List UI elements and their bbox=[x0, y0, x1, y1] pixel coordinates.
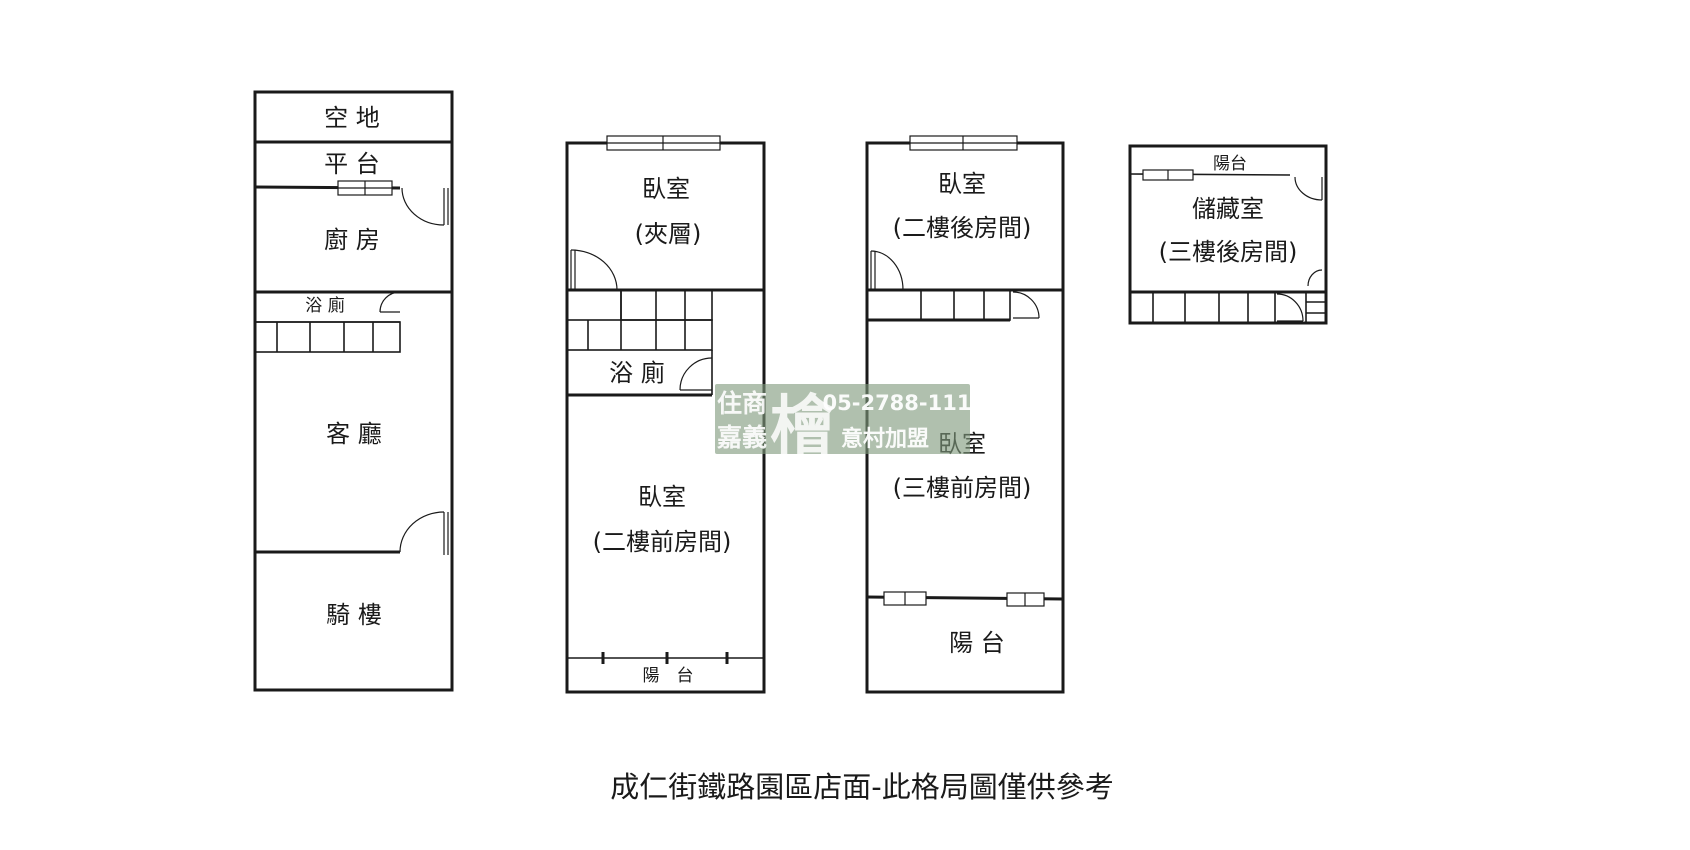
window bbox=[1006, 592, 1045, 607]
room-label-bathroom: 浴 廁 bbox=[609, 359, 665, 387]
room-label-front-bedroom: 臥室 bbox=[638, 483, 686, 511]
balcony-railing bbox=[567, 652, 764, 664]
room-label-balcony: 陽 台 bbox=[643, 666, 694, 686]
room-label-storage-note: (三樓後房間) bbox=[1159, 238, 1298, 266]
room-label-living-room: 客 廳 bbox=[326, 420, 382, 448]
floor-4-plan: 陽台 儲藏室 (三樓後房間) bbox=[1128, 144, 1328, 325]
floor-1-outline bbox=[253, 90, 454, 692]
room-label-kitchen: 廚 房 bbox=[324, 226, 380, 254]
window bbox=[606, 135, 721, 151]
stair-steps bbox=[566, 289, 713, 351]
door bbox=[379, 291, 401, 313]
window bbox=[883, 591, 927, 606]
stair-steps bbox=[254, 321, 401, 353]
room-label-front-bedroom-note: (二樓前房間) bbox=[593, 528, 732, 556]
door bbox=[1294, 176, 1323, 201]
room-label-balcony: 陽台 bbox=[1213, 154, 1247, 174]
room-label-storage: 儲藏室 bbox=[1192, 195, 1264, 223]
room-label-balcony: 陽 台 bbox=[949, 629, 1005, 657]
door bbox=[1276, 293, 1304, 322]
watermark-slogan: 意村加盟 bbox=[841, 426, 929, 452]
window bbox=[1142, 169, 1194, 181]
stair-steps bbox=[867, 289, 1011, 322]
door bbox=[1012, 291, 1040, 319]
door bbox=[570, 249, 618, 291]
door bbox=[870, 250, 904, 291]
room-label-bedroom: 臥室 bbox=[642, 175, 690, 203]
watermark-line1: 住商 bbox=[717, 389, 767, 418]
watermark-logo-char: 檜 bbox=[770, 389, 835, 464]
door bbox=[1307, 269, 1323, 287]
room-label-platform: 平 台 bbox=[324, 150, 380, 178]
room-label-arcade: 騎 樓 bbox=[326, 601, 382, 629]
watermark-phone: 05-2788-111 bbox=[823, 391, 972, 415]
plan-caption: 成仁街鐵路園區店面-此格局圖僅供參考 bbox=[610, 770, 1113, 804]
window bbox=[909, 135, 1018, 151]
room-label-rear-bedroom-note: (二樓後房間) bbox=[893, 214, 1032, 242]
watermark-line2: 嘉義 bbox=[717, 423, 767, 452]
door bbox=[399, 511, 449, 555]
door bbox=[401, 187, 449, 226]
floor-3-plan: 臥室 (二樓後房間) 臥室 (三樓前房間) 陽 台 bbox=[865, 135, 1065, 694]
stair-steps bbox=[1152, 292, 1326, 323]
floor-4-outline bbox=[1128, 144, 1328, 325]
watermark-background bbox=[715, 384, 970, 454]
room-label-vacant-lot: 空 地 bbox=[324, 104, 380, 132]
window bbox=[337, 180, 393, 196]
room-label-bathroom: 浴 廁 bbox=[305, 295, 344, 316]
room-label-front-bedroom-note: (三樓前房間) bbox=[893, 474, 1032, 502]
floor-2-plan: 臥室 (夾層) 浴 廁 臥室 (二樓前房間) 陽 台 bbox=[565, 135, 766, 694]
room-label-rear-bedroom: 臥室 bbox=[938, 170, 986, 198]
room-label-bedroom-note: (夾層) bbox=[635, 220, 702, 248]
watermark-logo: 住商 嘉義 檜 05-2788-111 意村加盟 bbox=[715, 384, 971, 464]
floor-1-plan: 空 地 平 台 廚 房 浴 廁 客 廳 騎 樓 bbox=[253, 90, 454, 692]
door bbox=[679, 357, 713, 391]
